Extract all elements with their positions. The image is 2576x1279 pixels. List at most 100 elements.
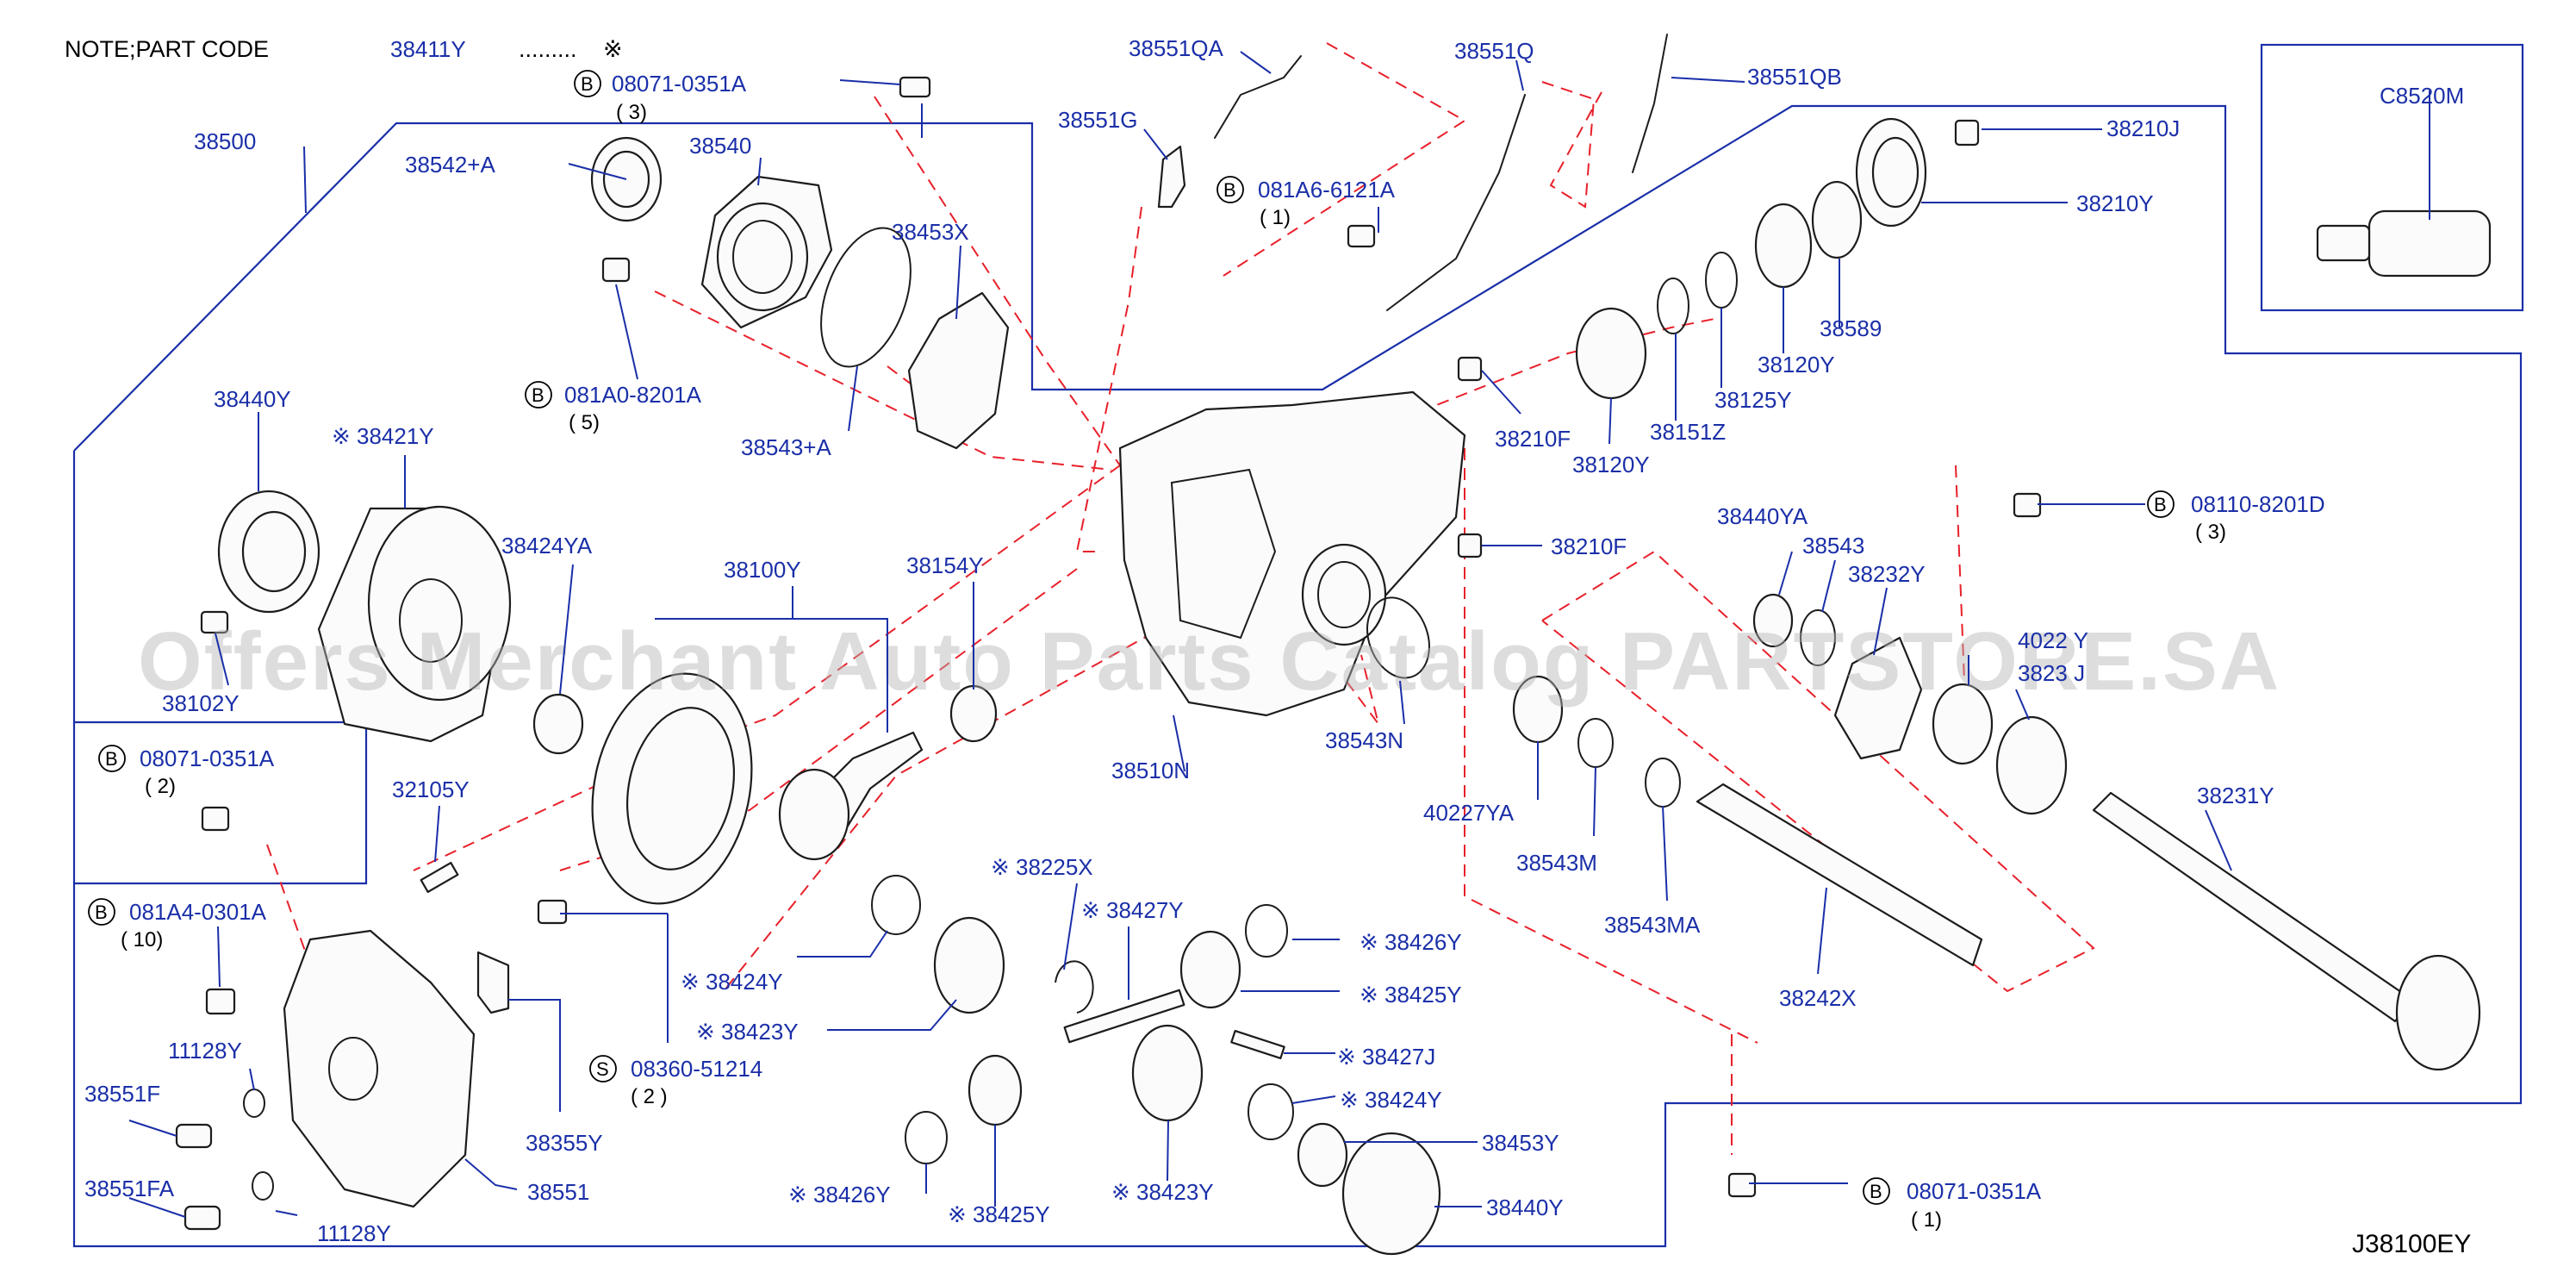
filler-plug-38210f[interactable] [1457, 356, 1483, 382]
stud-32105y[interactable] [420, 861, 459, 894]
washer-38125y[interactable] [1705, 252, 1738, 309]
lock-pin-38427j[interactable] [1230, 1029, 1285, 1060]
label-38543ma[interactable]: 38543MA [1604, 912, 1701, 938]
oil-seal-38589[interactable] [1811, 180, 1863, 259]
label-38453x[interactable]: 38453X [892, 219, 969, 245]
thrust-washer-38424y-lower[interactable] [1248, 1083, 1294, 1140]
gasket-38543[interactable] [907, 291, 1010, 450]
spacer-38231j[interactable] [1995, 715, 2068, 815]
label-11128y-upper[interactable]: 11128Y [168, 1038, 242, 1064]
washer-11128y-upper[interactable] [243, 1089, 265, 1118]
label-11128y-lower[interactable]: 11128Y [317, 1220, 391, 1246]
plug-38551fa[interactable] [184, 1205, 221, 1231]
side-gear-38423y-upper[interactable] [933, 916, 1005, 1014]
label-38427y[interactable]: ※ 38427Y [1081, 897, 1184, 923]
label-38242x[interactable]: 38242X [1779, 985, 1857, 1011]
pinion-shaft-38427y[interactable] [1063, 989, 1185, 1044]
bearing-38120y-rear[interactable] [1575, 307, 1647, 400]
side-shaft-38231y[interactable] [2092, 791, 2414, 1023]
breather-pipe-38551q[interactable] [1386, 94, 1526, 311]
label-38543m[interactable]: 38543M [1516, 850, 1597, 876]
thrust-washer-38424ya[interactable] [532, 693, 584, 755]
breather-hose-38551qa[interactable] [1214, 55, 1302, 139]
label-38425y-lower[interactable]: ※ 38425Y [948, 1201, 1050, 1227]
o-ring-38543n[interactable] [1357, 589, 1440, 686]
label-38440y-right[interactable]: 38440Y [1486, 1195, 1564, 1220]
bearing-38440y-right[interactable] [1341, 1132, 1441, 1256]
companion-flange-38210y[interactable] [1855, 117, 1927, 228]
label-38423y-left[interactable]: ※ 38423Y [696, 1019, 799, 1045]
side-gear-38423y-lower[interactable] [1131, 1024, 1204, 1122]
label-38500[interactable]: 38500 [194, 128, 256, 154]
thrust-washer-38426y-lower[interactable] [905, 1111, 948, 1164]
label-38426y-lower[interactable]: ※ 38426Y [788, 1182, 891, 1207]
label-38551fa[interactable]: 38551FA [84, 1176, 175, 1201]
breather-hose-38551qb[interactable] [1632, 34, 1668, 173]
drive-pinion[interactable] [778, 731, 924, 861]
o-ring-38453x[interactable] [804, 215, 928, 378]
label-38231j[interactable]: 3823 J [2018, 660, 2085, 686]
label-38453y[interactable]: 38453Y [1482, 1130, 1559, 1156]
fastener-08360-51214[interactable]: S 08360-51214 ( 2 ) [589, 1055, 762, 1108]
o-ring-38543ma[interactable] [1645, 758, 1681, 808]
label-38551g[interactable]: 38551G [1058, 107, 1138, 133]
drain-plug-38210f[interactable] [1457, 533, 1483, 558]
ring-gear-38100y[interactable] [572, 658, 772, 919]
breather-38551g[interactable] [1157, 145, 1186, 209]
thrust-washer-38426y-upper[interactable] [1245, 904, 1288, 958]
label-38425y-right[interactable]: ※ 38425Y [1360, 982, 1462, 1008]
bolt-08360-51214[interactable] [537, 899, 568, 925]
pinion-mate-38425y-lower[interactable] [968, 1054, 1023, 1126]
label-38424y-left[interactable]: ※ 38424Y [681, 969, 783, 995]
nut-38210j[interactable] [1954, 119, 1980, 147]
side-retainer-38540[interactable] [700, 175, 833, 329]
differential-case-38421y[interactable] [317, 505, 512, 743]
pinion-mate-38425y-upper[interactable] [1179, 930, 1241, 1009]
bearing-38120y-front[interactable] [1754, 203, 1813, 289]
label-38210y[interactable]: 38210Y [2076, 190, 2154, 216]
label-38551qb[interactable]: 38551QB [1747, 64, 1842, 90]
label-38225x[interactable]: ※ 38225X [991, 854, 1093, 880]
label-38551q[interactable]: 38551Q [1454, 38, 1534, 64]
label-38426y-right[interactable]: ※ 38426Y [1360, 929, 1462, 955]
bolt-081a4-0301a[interactable] [205, 988, 236, 1015]
side-flange-38232y[interactable] [1833, 636, 1923, 760]
bolt-08071-0351a-bottom[interactable] [1727, 1172, 1757, 1198]
snap-ring-38225x[interactable] [1055, 960, 1094, 1014]
label-40227y[interactable]: 4022 Y [2018, 627, 2088, 653]
label-38423y-lower[interactable]: ※ 38423Y [1111, 1179, 1214, 1205]
label-38421y[interactable]: ※ 38421Y [332, 423, 434, 449]
label-38440ya[interactable]: 38440YA [1717, 503, 1808, 529]
fastener-081a6-6121a[interactable]: B 081A6-6121A ( 1) [1216, 176, 1396, 229]
label-38589[interactable]: 38589 [1820, 315, 1882, 341]
label-38210f-upper[interactable]: 38210F [1495, 426, 1571, 452]
label-38551qa[interactable]: 38551QA [1129, 35, 1224, 61]
grease-tube-c8520m[interactable] [2316, 209, 2492, 278]
label-38424y-right[interactable]: ※ 38424Y [1340, 1087, 1442, 1113]
label-38210f-lower[interactable]: 38210F [1551, 533, 1627, 559]
label-38232y[interactable]: 38232Y [1848, 561, 1926, 587]
side-shaft-38242x[interactable] [1696, 783, 1983, 967]
bolt-08071-0351a-top[interactable] [899, 76, 931, 98]
label-38355y[interactable]: 38355Y [526, 1130, 603, 1156]
fastener-08110-8201d[interactable]: B 08110-8201D ( 3) [2147, 490, 2325, 544]
label-38543a[interactable]: 38543+A [741, 434, 831, 460]
label-38440y-left[interactable]: 38440Y [214, 386, 291, 412]
bolt-08110-8201d[interactable] [2013, 492, 2042, 518]
label-38543[interactable]: 38543 [1802, 533, 1864, 558]
label-38424ya[interactable]: 38424YA [501, 533, 593, 558]
label-38120y-rear[interactable]: 38120Y [1572, 452, 1650, 477]
plug-38551f[interactable] [175, 1123, 213, 1149]
label-c8520m[interactable]: C8520M [2380, 83, 2464, 109]
o-ring-38543m[interactable] [1577, 718, 1614, 768]
bearing-38440y-left[interactable] [217, 490, 320, 614]
label-38100y[interactable]: 38100Y [724, 557, 801, 583]
thrust-washer-38424y-upper[interactable] [871, 875, 921, 935]
label-38551f[interactable]: 38551F [84, 1081, 160, 1107]
bolt-081a0-8201a[interactable] [601, 257, 631, 283]
seal-38440ya[interactable] [1752, 593, 1794, 648]
fastener-08071-0351a-left[interactable]: B 08071-0351A ( 2) [98, 745, 275, 798]
o-ring-38453y[interactable] [1297, 1122, 1348, 1188]
o-ring-38543[interactable] [1800, 609, 1836, 666]
label-38543n[interactable]: 38543N [1325, 727, 1403, 753]
